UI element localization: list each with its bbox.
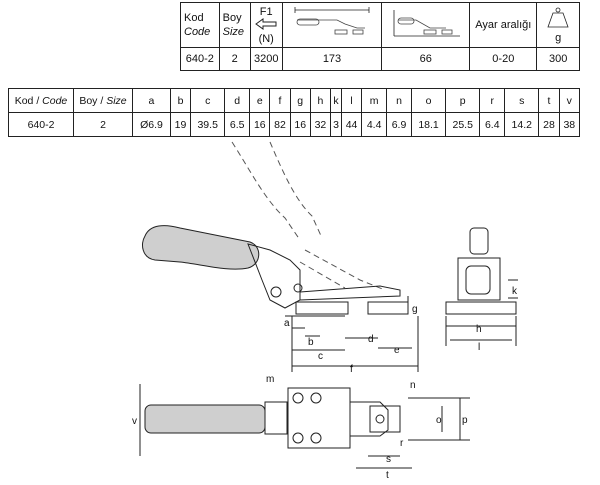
clamp-open-icon <box>294 6 370 34</box>
dim-label-k: k <box>512 286 518 297</box>
dim-value-l: 44 <box>340 112 363 137</box>
dim-label-s: s <box>386 454 391 465</box>
closed-distance-header <box>381 2 471 48</box>
dim-value-s: 14.2 <box>504 112 540 137</box>
dim-value-d: 6.5 <box>224 112 251 137</box>
dim-label-r: r <box>400 438 404 449</box>
newton-label: (N) <box>258 32 274 45</box>
dim-label-f: f <box>350 364 353 375</box>
dim-header-s: s <box>504 88 540 113</box>
closed-distance-value: 66 <box>381 47 471 71</box>
dim-label-o: o <box>436 415 442 426</box>
spec-code-value: 640-2 <box>180 47 220 71</box>
force-arrow-icon <box>255 17 277 30</box>
dim-value-e: 16 <box>249 112 271 137</box>
clamp-closed-icon <box>393 9 460 36</box>
dim-label-c: c <box>318 351 323 362</box>
side-view-spindle-block <box>367 301 409 315</box>
dim-label-m: m <box>266 374 274 385</box>
spec-force-value: 3200 <box>249 47 283 71</box>
dim-header-k: k <box>330 88 342 113</box>
dim-header-g: g <box>289 88 311 113</box>
dim-header-m: m <box>361 88 388 113</box>
f1-label: F1 <box>259 5 273 18</box>
dim-header-o: o <box>410 88 447 113</box>
dim-header-r: r <box>479 88 506 113</box>
dim-code-header: Kod / Code <box>8 88 74 113</box>
dim-label-h: h <box>476 324 482 335</box>
dim-header-a: a <box>132 88 171 113</box>
weight-icon <box>547 7 569 27</box>
dim-header-e: e <box>249 88 271 113</box>
side-view-base <box>295 301 349 315</box>
dim-header-l: l <box>340 88 363 113</box>
dim-value-t: 28 <box>538 112 560 137</box>
open-distance-header <box>281 2 383 48</box>
pivot-pin <box>270 286 282 298</box>
dim-label-a: a <box>284 318 290 329</box>
dim-value-f: 82 <box>269 112 291 137</box>
dim-value-c: 39.5 <box>190 112 226 137</box>
dim-label-t: t <box>386 470 389 481</box>
dim-value-g: 16 <box>289 112 311 137</box>
dim-value-v: 38 <box>558 112 581 137</box>
dim-size-value: 2 <box>73 112 133 137</box>
side-view-handle <box>142 225 260 270</box>
weight-value: 300 <box>536 47 580 71</box>
dim-value-a: Ø6.9 <box>132 112 171 137</box>
dim-label-g: g <box>412 304 418 315</box>
dim-label-v: v <box>132 416 137 427</box>
dim-value-k: 3 <box>330 112 342 137</box>
front-view-body <box>457 257 501 301</box>
spec-size-value: 2 <box>218 47 251 71</box>
dim-header-b: b <box>169 88 192 113</box>
top-view-handle <box>144 404 266 434</box>
dim-value-b: 19 <box>169 112 192 137</box>
dim-header-d: d <box>224 88 251 113</box>
dim-header-f: f <box>269 88 291 113</box>
top-view-arm <box>349 401 389 437</box>
dim-header-h: h <box>309 88 332 113</box>
dim-header-v: v <box>558 88 581 113</box>
dim-label-d: d <box>368 334 374 345</box>
dim-label-l: l <box>478 342 480 353</box>
dim-header-n: n <box>386 88 412 113</box>
dim-value-r: 6.4 <box>479 112 506 137</box>
grams-label: g <box>555 31 562 44</box>
top-view-base <box>287 387 351 449</box>
dim-value-m: 4.4 <box>361 112 388 137</box>
spec-force-header: F1 (N) <box>249 2 283 48</box>
dim-value-h: 32 <box>309 112 332 137</box>
front-view-base <box>445 301 517 315</box>
dim-header-c: c <box>190 88 226 113</box>
adjustment-header: Ayar aralığı <box>469 2 538 48</box>
clamping-arm <box>299 285 401 301</box>
dim-header-t: t <box>538 88 560 113</box>
dim-value-o: 18.1 <box>410 112 447 137</box>
clamp-technical-drawing: a b c d e f g h k l m n o p r s t v <box>132 141 518 481</box>
dim-value-p: 25.5 <box>445 112 481 137</box>
dim-label-n: n <box>410 380 416 391</box>
dim-size-header: Boy / Size <box>73 88 133 113</box>
front-view-handle <box>469 227 489 255</box>
weight-header: g <box>536 2 580 48</box>
open-distance-value: 173 <box>281 47 383 71</box>
dim-code-value: 640-2 <box>8 112 74 137</box>
adjustment-value: 0-20 <box>469 47 538 71</box>
dim-label-b: b <box>308 337 314 348</box>
dim-label-p: p <box>462 415 468 426</box>
top-view-handle-collar <box>264 401 288 435</box>
dim-value-n: 6.9 <box>386 112 412 137</box>
open-position-handle <box>231 141 386 291</box>
dim-header-p: p <box>445 88 481 113</box>
top-view-spindle <box>369 405 401 433</box>
dim-label-e: e <box>394 345 400 356</box>
